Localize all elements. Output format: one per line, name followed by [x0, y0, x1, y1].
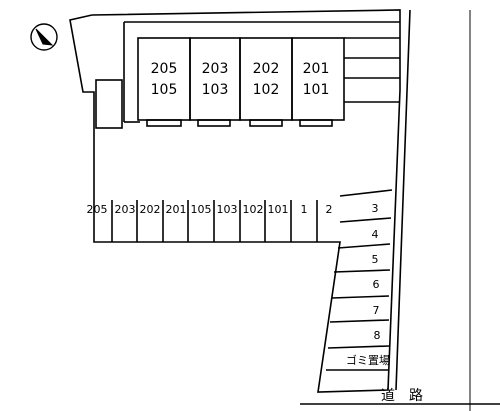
stall-label: 3	[372, 202, 379, 215]
parking-row-dividers	[111, 200, 318, 242]
stall-label: 201	[166, 203, 187, 216]
unit-upper-label: 202	[253, 61, 280, 77]
unit-upper-label: 201	[303, 61, 330, 77]
parking-row-labels: 205 203 202 201 105 103 102 101 1 2	[87, 203, 333, 216]
stall-label: 102	[243, 203, 264, 216]
building-203-103: 203 103	[189, 37, 241, 127]
stall-label: 101	[268, 203, 289, 216]
stall-label: 4	[372, 228, 379, 241]
parking-side-dividers	[326, 189, 393, 371]
stall-label: 2	[326, 203, 333, 216]
building-205-105: 205 105	[137, 37, 191, 127]
unit-lower-label: 105	[151, 82, 178, 98]
stall-label: 1	[301, 203, 308, 216]
storage-shed	[95, 79, 123, 129]
unit-upper-label: 203	[202, 61, 229, 77]
garbage-area-label: ゴミ置場	[346, 353, 390, 367]
road-edge	[395, 9, 411, 391]
parking-side-labels: 3 4 5 6 7 8	[372, 202, 381, 342]
building-201-101: 201 101	[291, 37, 345, 127]
unit-lower-label: 101	[303, 82, 330, 98]
stall-label: 8	[374, 329, 381, 342]
stall-label: 7	[373, 304, 380, 317]
stall-label: 5	[372, 253, 379, 266]
unit-lower-label: 102	[253, 82, 280, 98]
stall-label: 205	[87, 203, 108, 216]
stall-label: 203	[115, 203, 136, 216]
stall-label: 103	[217, 203, 238, 216]
stall-label: 6	[373, 278, 380, 291]
unit-upper-label: 205	[151, 61, 178, 77]
unit-lower-label: 103	[202, 82, 229, 98]
road-label: 道 路	[381, 388, 423, 404]
small-stalls	[344, 37, 400, 103]
site-boundary	[69, 9, 401, 393]
stall-label: 105	[191, 203, 212, 216]
north-arrow-icon	[30, 23, 58, 51]
stall-label: 202	[140, 203, 161, 216]
building-202-102: 202 102	[239, 37, 293, 127]
